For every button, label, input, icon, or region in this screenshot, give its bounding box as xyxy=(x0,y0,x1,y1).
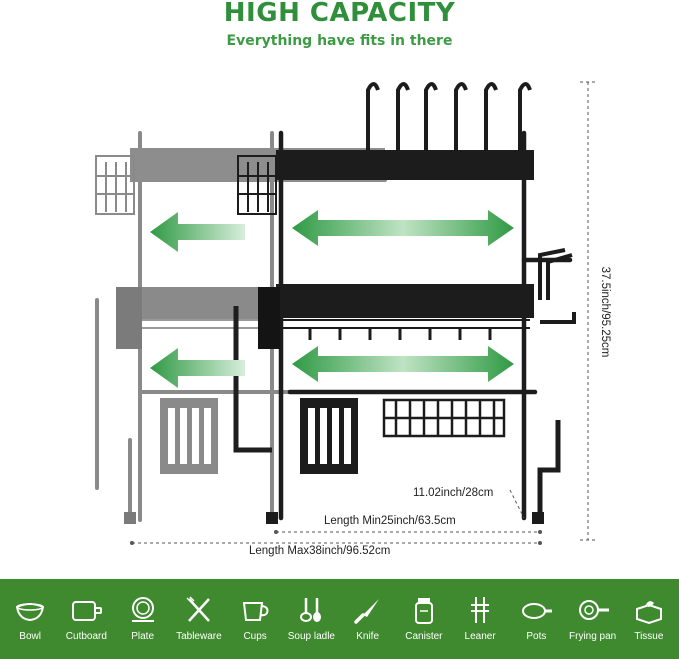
category-soup-ladle: Soup ladle xyxy=(286,579,336,642)
dish-rack-illustration xyxy=(95,81,596,545)
category-cutboard: Cutboard xyxy=(61,579,111,642)
left-arrow-lower xyxy=(150,348,245,388)
category-label: Plate xyxy=(131,631,155,642)
category-tissue: Tissue xyxy=(624,579,674,642)
pot-icon xyxy=(522,603,553,619)
ladle-icon xyxy=(300,598,322,622)
upper-shelf xyxy=(276,150,534,180)
cup-icon xyxy=(243,602,269,621)
page-subtitle: Everything have fits in there xyxy=(226,33,453,49)
category-label: Frying pan xyxy=(569,631,617,642)
category-label: Knife xyxy=(356,631,380,642)
height-dimension-label: 37.5inch/95.25cm xyxy=(599,266,611,358)
category-bowl: Bowl xyxy=(5,579,55,642)
depth-dimension-label: 11.02inch/28cm xyxy=(413,487,494,499)
canister-icon xyxy=(414,598,433,624)
category-knife: Knife xyxy=(343,579,393,642)
category-label: Pots xyxy=(526,631,547,642)
lower-basket xyxy=(382,398,506,438)
page-title: HIGH CAPACITY xyxy=(223,0,456,28)
category-label: Tissue xyxy=(634,631,664,642)
expand-arrows xyxy=(150,210,514,388)
cutting-board-icon xyxy=(72,601,103,621)
black-basket xyxy=(237,155,277,215)
category-label: Soup ladle xyxy=(287,631,335,642)
category-label: Leaner xyxy=(464,631,496,642)
category-plate: Plate xyxy=(118,579,168,642)
gray-basket xyxy=(95,155,135,215)
category-tableware: Tableware xyxy=(174,579,224,642)
category-label: Cutboard xyxy=(65,631,107,642)
middle-grid xyxy=(280,319,530,329)
category-canister: Canister xyxy=(399,579,449,642)
category-frying-pan: Frying pan xyxy=(568,579,618,642)
frying-pan-icon xyxy=(578,600,609,620)
knife-icon xyxy=(353,599,379,624)
category-label: Tableware xyxy=(176,631,222,642)
category-label: Bowl xyxy=(19,631,41,642)
utensil-hooks xyxy=(308,328,492,340)
left-arrow-upper xyxy=(150,212,245,252)
tissue-box-icon xyxy=(635,601,662,625)
bowl-icon xyxy=(16,603,45,622)
dimension-lines xyxy=(132,81,596,544)
plate-stack-icon xyxy=(131,597,154,622)
category-label: Canister xyxy=(405,631,443,642)
length-min-label: Length Min25inch/63.5cm xyxy=(324,515,456,527)
fork-knife-icon xyxy=(186,596,210,622)
double-arrow-lower xyxy=(292,346,514,382)
middle-shelf xyxy=(276,284,534,318)
length-max-label: Length Max38inch/96.52cm xyxy=(249,545,391,557)
category-leaner: Leaner xyxy=(455,579,505,642)
rack-frame xyxy=(278,130,573,521)
category-label: Cups xyxy=(243,631,267,642)
leaner-icon xyxy=(471,597,490,623)
plate-holder-hooks xyxy=(366,82,532,152)
side-hooks xyxy=(538,248,576,324)
category-cups: Cups xyxy=(230,579,280,642)
rack-feet xyxy=(124,512,544,524)
category-bar: Bowl Cutboard Plate Tableware Cups Soup … xyxy=(0,579,679,659)
gray-lower-grid xyxy=(142,319,280,329)
double-arrow-upper xyxy=(292,210,514,246)
lid-holder xyxy=(537,420,561,520)
category-pots: Pots xyxy=(511,579,561,642)
